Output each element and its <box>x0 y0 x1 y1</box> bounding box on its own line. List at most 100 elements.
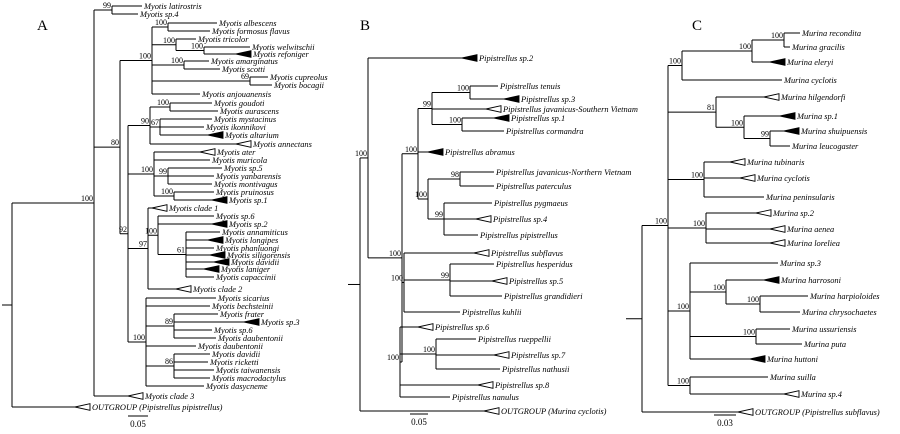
collapsed-clade-triangle <box>475 215 492 223</box>
taxon-label: Pipistrellus sp.5 <box>508 277 563 286</box>
taxon-label: Murina peninsularis <box>765 193 835 202</box>
taxon-label: Myotis welwitschii <box>251 43 315 52</box>
bootstrap-value: 99 <box>761 130 769 139</box>
taxon-label: Myotis taiwanensis <box>215 366 280 375</box>
collapsed-clade-triangle <box>783 390 800 398</box>
taxon-label: Myotis longipes <box>224 236 278 245</box>
taxon-label: Myotis bechsteinii <box>211 302 274 311</box>
bootstrap-value: 100 <box>677 377 689 386</box>
taxon-label: Pipistrellus nanulus <box>451 393 519 402</box>
taxon-label: Pipistrellus sp.7 <box>510 351 566 360</box>
taxon-label: Myotis albescens <box>218 19 276 28</box>
collapsed-clade-triangle <box>477 381 494 389</box>
collapsed-clade-filled-triangle <box>769 58 786 66</box>
bootstrap-value: 80 <box>111 138 119 147</box>
bootstrap-value: 100 <box>423 345 435 354</box>
panel-label: B <box>360 18 370 34</box>
taxon-label: Myotis clade 2 <box>192 285 242 294</box>
bootstrap-value: 100 <box>141 165 153 174</box>
bootstrap-value: 92 <box>119 225 127 234</box>
taxon-label: Myotis refoniger <box>252 50 309 59</box>
taxon-label: Myotis goudoti <box>213 99 265 108</box>
collapsed-clade-triangle <box>729 158 746 166</box>
taxon-label: Myotis sp.6 <box>215 212 255 221</box>
bootstrap-value: 99 <box>159 167 167 176</box>
scale-bar-label: 0.05 <box>411 417 427 427</box>
bootstrap-value: 99 <box>441 271 449 280</box>
bootstrap-value: 100 <box>449 116 461 125</box>
taxon-label: Murina sp.2 <box>772 209 814 218</box>
taxon-label: Murina puta <box>803 340 846 349</box>
taxon-label: Murina tubinaris <box>746 158 804 167</box>
taxon-label: Myotis sp.4 <box>139 10 179 19</box>
bootstrap-value: 100 <box>387 353 399 362</box>
taxon-label: Murina sp.4 <box>800 390 842 399</box>
taxon-label: Pipistrellus kuhlii <box>461 308 522 317</box>
taxon-label: Murina aenea <box>786 225 834 234</box>
bootstrap-value: 100 <box>415 190 427 199</box>
taxon-label: Myotis montivagus <box>213 180 278 189</box>
collapsed-clade-filled-triangle <box>427 148 444 156</box>
bootstrap-value: 100 <box>81 194 93 203</box>
collapsed-clade-filled-triangle <box>779 112 796 120</box>
collapsed-clade-filled-triangle <box>203 265 220 273</box>
taxon-label: Myotis latirostris <box>143 2 202 11</box>
taxon-label: Pipistrellus tenuis <box>499 82 560 91</box>
bootstrap-value: 90 <box>141 117 149 126</box>
panel-label: A <box>37 18 48 34</box>
bootstrap-value: 100 <box>161 187 173 196</box>
taxon-label: Murina chrysochaetes <box>801 308 877 317</box>
taxon-label: Myotis clade 1 <box>168 204 218 213</box>
bootstrap-value: 100 <box>391 274 403 283</box>
bootstrap-value: 99 <box>435 210 443 219</box>
collapsed-clade-triangle <box>483 407 500 415</box>
taxon-label: Pipistrellus pygmaeus <box>493 199 568 208</box>
collapsed-clade-triangle <box>151 204 168 212</box>
collapsed-clade-filled-triangle <box>209 251 226 259</box>
taxon-label: Murina ussuriensis <box>791 325 856 334</box>
collapsed-clade-triangle <box>491 277 508 285</box>
bootstrap-value: 89 <box>165 317 173 326</box>
taxon-label: Myotis muricola <box>211 156 267 165</box>
taxon-label: Myotis tricolor <box>197 35 249 44</box>
taxon-label: Pipistrellus sp.4 <box>492 215 547 224</box>
collapsed-clade-triangle <box>473 249 490 257</box>
collapsed-clade-triangle <box>199 148 216 156</box>
taxon-label: Pipistrellus grandidieri <box>503 292 583 301</box>
bootstrap-value: 98 <box>451 170 459 179</box>
collapsed-clade-filled-triangle <box>211 196 228 204</box>
taxon-label: Murina recondita <box>801 29 861 38</box>
scale-bar-label: 0.03 <box>717 418 733 428</box>
collapsed-clade-filled-triangle <box>243 318 260 326</box>
collapsed-clade-filled-triangle <box>783 127 800 135</box>
taxon-label: Pipistrellus sp.1 <box>510 114 565 123</box>
taxon-label: Pipistrellus sp.8 <box>494 381 550 390</box>
taxon-label: Myotis ricketti <box>209 358 259 367</box>
taxon-label: Myotis amarginatus <box>210 57 278 66</box>
taxon-label: Myotis formosus flavus <box>211 27 290 36</box>
taxon-label: Murina harpioloides <box>809 292 880 301</box>
collapsed-clade-triangle <box>74 403 91 411</box>
bootstrap-value: 99 <box>103 1 111 10</box>
collapsed-clade-triangle <box>755 209 772 217</box>
collapsed-clade-triangle <box>737 408 754 416</box>
collapsed-clade-triangle <box>485 105 502 113</box>
taxon-label: Pipistrellus sp.3 <box>520 95 575 104</box>
taxon-label: Pipistrellus abramus <box>444 148 515 157</box>
collapsed-clade-filled-triangle <box>749 355 766 363</box>
taxon-label: Murina leucogaster <box>791 142 859 151</box>
taxon-label: Myotis sp.5 <box>223 164 263 173</box>
taxon-label: Myotis frater <box>219 310 265 319</box>
taxon-label: Myotis aurascens <box>219 107 279 116</box>
taxon-label: Murina gracilis <box>791 43 845 52</box>
bootstrap-value: 100 <box>747 295 759 304</box>
taxon-label: Myotis sp.3 <box>260 318 300 327</box>
taxon-label: Myotis sicarius <box>217 294 269 303</box>
collapsed-clade-triangle <box>175 285 192 293</box>
taxon-label: Myotis cupreolus <box>269 73 328 82</box>
taxon-label: Myotis annamiticus <box>221 228 288 237</box>
bootstrap-value: 100 <box>191 42 203 51</box>
taxon-label: Myotis capaccinii <box>215 273 276 282</box>
taxon-label: Myotis ater <box>216 148 256 157</box>
